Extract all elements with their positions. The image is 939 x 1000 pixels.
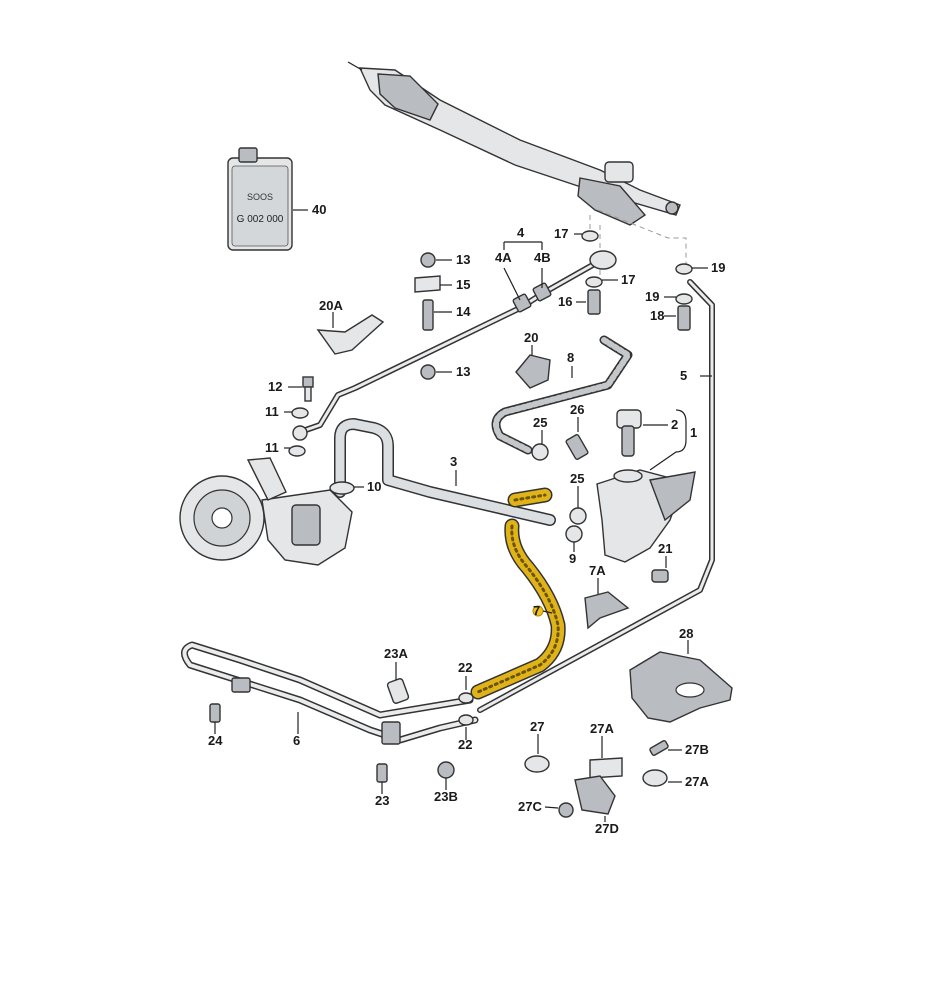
washer-17-upper[interactable]: [581, 230, 599, 242]
callout-14: 14: [456, 304, 471, 319]
nut-13-lower[interactable]: [420, 364, 436, 380]
return-line-5[interactable]: [477, 279, 715, 713]
callout-23B: 23B: [434, 789, 458, 804]
callout-15: 15: [456, 277, 470, 292]
o-ring-22-lower[interactable]: [458, 714, 474, 726]
callout-9: 9: [569, 551, 576, 566]
nut-23B[interactable]: [437, 761, 455, 779]
callout-11-upper: 11: [265, 404, 279, 419]
callout-23: 23: [375, 793, 389, 808]
heat-shield[interactable]: [629, 651, 733, 723]
callout-13-upper: 13: [456, 252, 470, 267]
bolt-12[interactable]: [302, 376, 314, 402]
callout-19-upper: 19: [711, 260, 725, 275]
callout-23A: 23A: [384, 646, 408, 661]
bracket-27D[interactable]: [574, 775, 616, 815]
washer-19-lower[interactable]: [675, 293, 693, 305]
clip-15[interactable]: [414, 275, 441, 293]
bolt-27B[interactable]: [649, 740, 669, 756]
reservoir-cap[interactable]: [616, 409, 642, 457]
callout-3: 3: [450, 454, 457, 469]
fluid-reservoir[interactable]: [596, 469, 696, 563]
bracket-7A[interactable]: [584, 591, 630, 630]
washer-19-upper[interactable]: [675, 263, 693, 275]
callout-12: 12: [268, 379, 282, 394]
callout-27: 27: [530, 719, 544, 734]
callout-10: 10: [367, 479, 381, 494]
o-ring-22-upper[interactable]: [458, 692, 474, 704]
callout-27D: 27D: [595, 821, 619, 836]
callout-27C: 27C: [518, 799, 542, 814]
callout-6: 6: [293, 733, 300, 748]
callout-5: 5: [680, 368, 687, 383]
bolt-18[interactable]: [677, 305, 691, 331]
callout-27B: 27B: [685, 742, 709, 757]
callout-25-lower: 25: [570, 471, 584, 486]
callout-7: 7: [533, 603, 540, 618]
callout-11-lower: 11: [265, 440, 279, 455]
clamp-10[interactable]: [329, 481, 355, 495]
nut-13-upper[interactable]: [420, 252, 436, 268]
callout-13-lower: 13: [456, 364, 470, 379]
callout-26: 26: [570, 402, 584, 417]
washer-17-lower[interactable]: [585, 276, 603, 288]
stud-14[interactable]: [422, 299, 434, 331]
cooling-loop-6[interactable]: [181, 641, 479, 745]
clamp-27A-lower[interactable]: [642, 769, 668, 787]
bolt-23[interactable]: [376, 763, 388, 783]
clamp-25-lower[interactable]: [569, 507, 587, 525]
bracket-20[interactable]: [515, 354, 551, 389]
callout-labels: 40 4 4A 4B 13 15 14 13 17 17 16 19 19 18…: [208, 202, 725, 836]
washer-11-upper[interactable]: [291, 407, 309, 419]
container-brand-text: SOOS: [247, 192, 273, 202]
callout-7A: 7A: [589, 563, 606, 578]
bolt-24[interactable]: [209, 703, 221, 723]
callout-22-upper: 22: [458, 660, 472, 675]
pressure-line-4[interactable]: [292, 250, 617, 441]
bracket-20A[interactable]: [316, 314, 385, 355]
steering-rack[interactable]: [347, 61, 681, 226]
callout-4: 4: [517, 225, 525, 240]
hose-7-highlighted[interactable]: [470, 487, 566, 700]
hose-8[interactable]: [491, 335, 633, 455]
clamp-27A-upper[interactable]: [589, 757, 623, 779]
bolt-26[interactable]: [565, 434, 589, 460]
clip-27[interactable]: [524, 755, 550, 773]
callout-1: 1: [690, 425, 697, 440]
callout-21: 21: [658, 541, 672, 556]
callout-27A-upper: 27A: [590, 721, 614, 736]
callout-18: 18: [650, 308, 664, 323]
hose-3[interactable]: [334, 418, 556, 526]
callout-8: 8: [567, 350, 574, 365]
callout-4B: 4B: [534, 250, 551, 265]
callout-28: 28: [679, 626, 693, 641]
callout-40: 40: [312, 202, 326, 217]
callout-25-upper: 25: [533, 415, 547, 430]
clamp-9[interactable]: [565, 525, 583, 543]
callout-4A: 4A: [495, 250, 512, 265]
callout-17-lower: 17: [621, 272, 635, 287]
callout-24: 24: [208, 733, 223, 748]
callout-27A-lower: 27A: [685, 774, 709, 789]
callout-20: 20: [524, 330, 538, 345]
pressure-switch-23A[interactable]: [386, 678, 410, 704]
container-part-number: G 002 000: [237, 214, 284, 225]
callout-19-lower: 19: [645, 289, 659, 304]
clamp-25-upper[interactable]: [531, 443, 549, 461]
callout-16: 16: [558, 294, 572, 309]
callout-20A: 20A: [319, 298, 343, 313]
nut-27C[interactable]: [558, 802, 574, 818]
bolt-16[interactable]: [587, 289, 601, 315]
callout-22-lower: 22: [458, 737, 472, 752]
callout-2: 2: [671, 417, 678, 432]
hydraulic-oil-container[interactable]: SOOS G 002 000: [227, 147, 293, 251]
callout-17-upper: 17: [554, 226, 568, 241]
washer-11-lower[interactable]: [288, 445, 306, 457]
power-steering-pump[interactable]: [179, 457, 353, 566]
plug-21[interactable]: [651, 569, 669, 583]
